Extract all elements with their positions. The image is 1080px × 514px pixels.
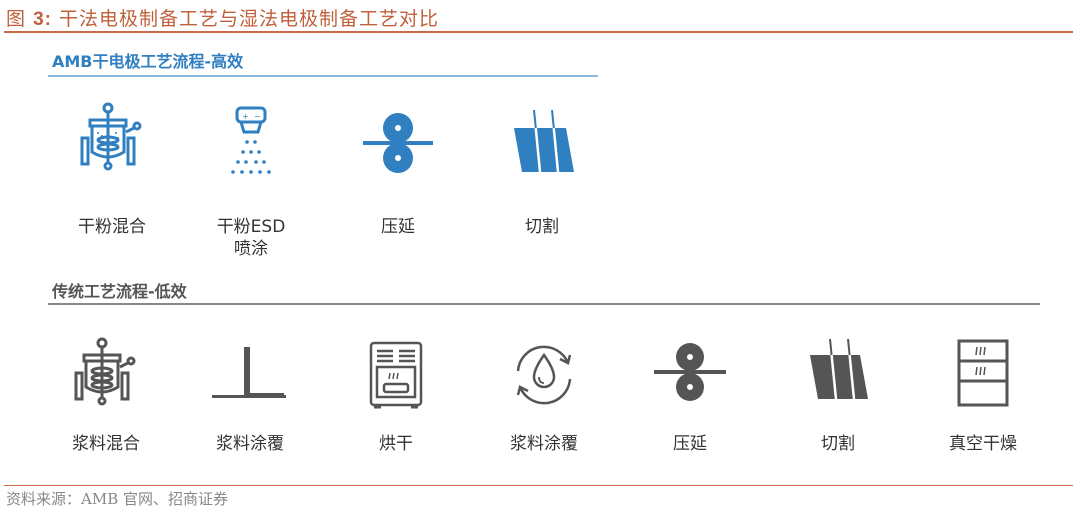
wet-process-divider [48, 303, 1040, 305]
step-label: 压延 [673, 434, 707, 454]
mixer-tank-icon [74, 337, 136, 406]
wet-step-solvent-recovery: 浆料涂覆 [474, 335, 614, 454]
dry-step-mixing: 干粉混合 [42, 100, 182, 237]
figure-label: 图 [6, 8, 27, 30]
top-divider [4, 31, 1073, 33]
calender-rollers-icon [363, 113, 433, 173]
cutting-sheet-icon [514, 109, 574, 173]
solvent-recycle-icon [516, 345, 572, 405]
bottom-divider [4, 485, 1073, 486]
step-label: 干粉ESD [216, 217, 286, 237]
step-label: 浆料涂覆 [510, 434, 578, 454]
svg-text:+: + [242, 112, 249, 121]
wet-step-calendering: 压延 [620, 335, 760, 454]
step-label: 压延 [381, 217, 415, 237]
figure-title: 图 3: 干法电极制备工艺与湿法电极制备工艺对比 [6, 4, 439, 31]
wet-step-vacuum-drying: 真空干燥 [913, 335, 1053, 454]
step-label: 干粉混合 [78, 217, 146, 237]
step-label: 浆料涂覆 [216, 434, 284, 454]
step-label: 烘干 [379, 434, 413, 454]
step-label: 真空干燥 [949, 434, 1017, 454]
wet-process-title: 传统工艺流程-低效 [52, 282, 187, 301]
mixer-tank-icon [80, 102, 142, 171]
step-label-line2: 喷涂 [234, 239, 268, 259]
figure-title-text: 干法电极制备工艺与湿法电极制备工艺对比 [59, 8, 440, 30]
dry-step-esd-spray: + − 干粉ESD 喷涂 [181, 100, 321, 259]
dry-step-cutting: 切割 [472, 100, 612, 237]
step-label: 切割 [821, 434, 855, 454]
dry-process-title: AMB干电极工艺流程-高效 [52, 52, 244, 71]
wet-step-slurry-coating: 浆料涂覆 [180, 335, 320, 454]
wet-step-drying: 烘干 [326, 335, 466, 454]
calender-rollers-icon [654, 343, 726, 401]
oven-icon [369, 341, 423, 409]
coating-blade-icon [212, 347, 286, 398]
dry-process-divider [48, 75, 598, 77]
source-note: 资料来源：AMB 官网、招商证券 [6, 490, 228, 508]
step-label: 浆料混合 [72, 434, 140, 454]
figure-number: 3: [33, 9, 52, 30]
step-label: 切割 [525, 217, 559, 237]
dry-step-calendering: 压延 [328, 100, 468, 237]
svg-text:−: − [254, 112, 261, 121]
vacuum-dryer-icon [957, 339, 1009, 407]
wet-step-cutting: 切割 [768, 335, 908, 454]
cutting-sheet-icon [810, 338, 868, 400]
electrostatic-spray-icon: + − [231, 106, 271, 174]
wet-step-slurry-mixing: 浆料混合 [36, 335, 176, 454]
